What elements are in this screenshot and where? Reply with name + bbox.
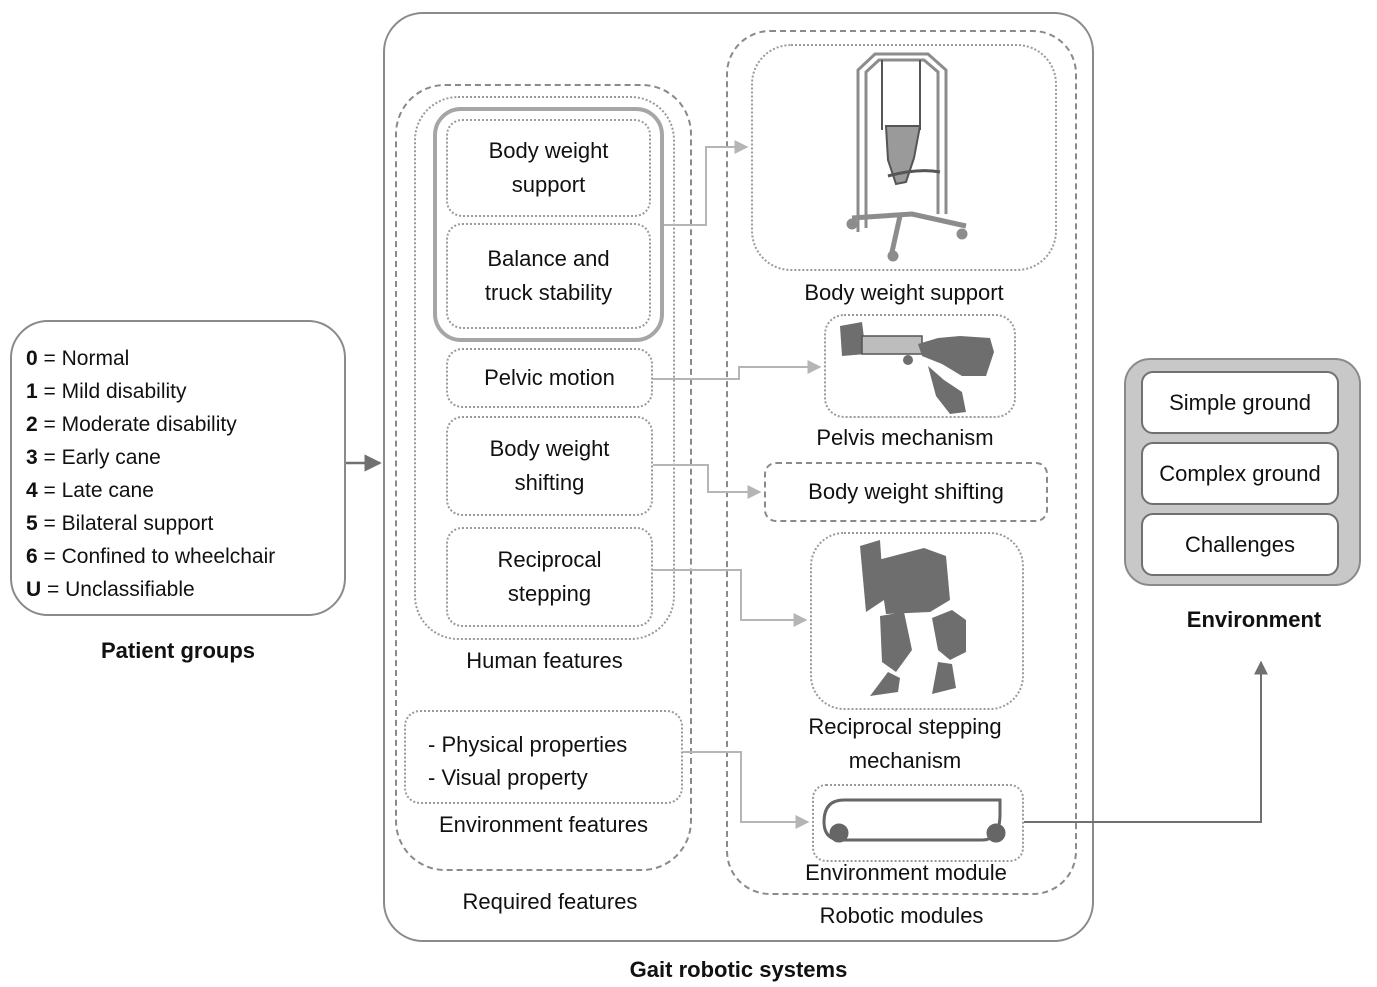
feature-balance-line1: Balance and <box>487 246 610 271</box>
patient-group-item: 5 = Bilateral support <box>26 507 344 540</box>
env-feature-physical: - Physical properties <box>428 732 628 757</box>
gait-robotic-systems-frame <box>383 12 1094 942</box>
support-balance-group <box>433 107 664 342</box>
feature-pelvic-motion: Pelvic motion <box>446 348 653 408</box>
patient-group-code: 2 <box>26 413 38 436</box>
feature-body-weight-support-line2: support <box>511 172 586 197</box>
arrow-support-to-bws <box>664 140 749 226</box>
reciprocal-stepping-title-line1: Reciprocal stepping <box>808 714 1002 739</box>
patient-group-item: 3 = Early cane <box>26 441 344 474</box>
body-weight-shifting-module-label: Body weight shifting <box>808 479 1004 504</box>
arrow-shifting-to-module <box>653 464 762 499</box>
patient-groups-title: Patient groups <box>100 638 255 663</box>
patient-group-code: 1 <box>26 380 38 403</box>
patient-group-desc: = Late cane <box>43 479 154 502</box>
feature-balance-line2: truck stability <box>484 280 613 305</box>
patient-group-item: 4 = Late cane <box>26 474 344 507</box>
patient-group-code: 4 <box>26 479 38 502</box>
patient-group-desc: = Normal <box>43 347 130 370</box>
feature-body-weight-shifting: Body weight shifting <box>446 416 653 516</box>
environment-title: Environment <box>1186 607 1322 632</box>
env-feature-visual: - Visual property <box>428 765 588 790</box>
gait-robotic-systems-title: Gait robotic systems <box>629 957 848 982</box>
patient-group-desc: = Moderate disability <box>43 413 237 436</box>
human-features-title: Human features <box>466 648 623 673</box>
env-item-simple-ground-label: Simple ground <box>1169 389 1311 415</box>
required-features-title: Required features <box>462 889 638 914</box>
patient-group-desc: = Confined to wheelchair <box>43 545 276 568</box>
reciprocal-stepping-title: Reciprocal stepping mechanism <box>760 710 1050 778</box>
env-item-complex-ground-label: Complex ground <box>1159 460 1321 486</box>
feature-pelvic-motion-label: Pelvic motion <box>484 365 615 390</box>
env-item-challenges: Challenges <box>1141 513 1339 576</box>
env-item-challenges-label: Challenges <box>1184 531 1296 557</box>
patient-group-code: 5 <box>26 512 38 535</box>
patient-group-item: 6 = Confined to wheelchair <box>26 540 344 573</box>
bws-module-title: Body weight support <box>804 280 1004 305</box>
patient-group-code: 0 <box>26 347 38 370</box>
reciprocal-stepping-title-line2: mechanism <box>848 748 962 773</box>
environment-features-box: - Physical properties - Visual property <box>404 710 683 804</box>
arrow-envfeatures-to-module <box>683 751 810 829</box>
feature-body-weight-support-line1: Body weight <box>488 138 609 163</box>
environment-module-frame <box>812 784 1024 862</box>
arrow-module-to-environment <box>1024 660 1268 823</box>
environment-module-title: Environment module <box>805 860 1007 885</box>
patient-group-code: U <box>26 578 42 601</box>
patient-group-code: 3 <box>26 446 38 469</box>
body-weight-shifting-module: Body weight shifting <box>764 462 1048 522</box>
patient-group-desc: = Early cane <box>43 446 161 469</box>
treadmill-illustration <box>822 798 1006 843</box>
feature-body-weight-support: Body weight support <box>446 119 651 217</box>
feature-balance-trunk-stability: Balance and truck stability <box>446 223 651 329</box>
feature-reciprocal-stepping: Reciprocal stepping <box>446 527 653 627</box>
feature-reciprocal-stepping-line2: stepping <box>507 581 592 606</box>
env-item-complex-ground: Complex ground <box>1141 442 1339 505</box>
patient-group-desc: = Unclassifiable <box>47 578 195 601</box>
env-item-simple-ground: Simple ground <box>1141 371 1339 434</box>
environment-features-title: Environment features <box>438 812 649 837</box>
bws-frame-illustration <box>846 52 968 262</box>
robotic-modules-title: Robotic modules <box>819 903 984 928</box>
arrow-stepping-to-mechanism <box>653 569 808 627</box>
patient-group-item: 0 = Normal <box>26 342 344 375</box>
arrow-pelvic-to-mechanism <box>653 360 822 380</box>
pelvis-mechanism-illustration <box>840 322 994 414</box>
patient-group-desc: = Mild disability <box>43 380 187 403</box>
reciprocal-stepping-illustration <box>860 540 966 696</box>
patient-group-code: 6 <box>26 545 38 568</box>
pelvis-mechanism-title: Pelvis mechanism <box>816 425 994 450</box>
required-features-box <box>395 84 692 871</box>
feature-weight-shifting-line2: shifting <box>514 470 585 495</box>
patient-group-item: U = Unclassifiable <box>26 573 344 606</box>
patient-group-item: 1 = Mild disability <box>26 375 344 408</box>
patient-group-item: 2 = Moderate disability <box>26 408 344 441</box>
patient-group-desc: = Bilateral support <box>43 512 214 535</box>
feature-reciprocal-stepping-line1: Reciprocal <box>497 547 602 572</box>
feature-weight-shifting-line1: Body weight <box>489 436 610 461</box>
robotic-modules-box <box>726 30 1077 895</box>
